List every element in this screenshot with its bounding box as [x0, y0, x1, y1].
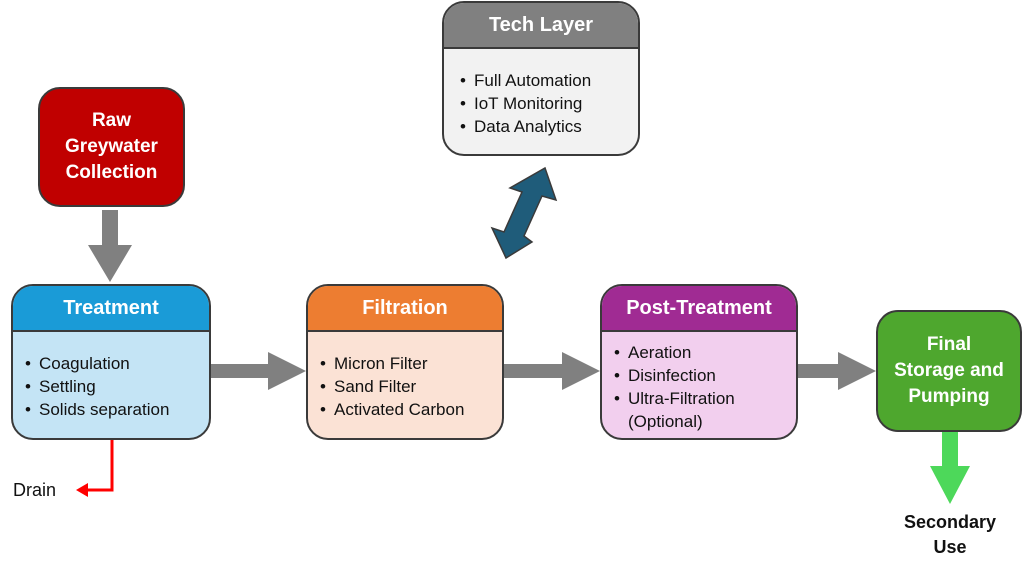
secondary-use-line-1: Secondary: [903, 512, 997, 532]
arrow-drain: [86, 440, 114, 492]
treatment-item: Solids separation: [25, 398, 199, 421]
tech-layer-title: Tech Layer: [444, 3, 638, 49]
arrow-secondary-use: [930, 430, 970, 504]
tech-layer-item: Full Automation: [460, 69, 628, 92]
arrow-raw-to-treatment: [88, 210, 132, 282]
arrow-filtration-to-post: [504, 352, 600, 390]
post-treatment-list: Aeration Disinfection Ultra-Filtration (…: [614, 341, 786, 433]
filtration-item: Sand Filter: [320, 375, 492, 398]
secondary-use-line-2: Use: [933, 537, 967, 557]
drain-label: Drain: [13, 480, 57, 500]
raw-label: Raw Greywater Collection: [65, 108, 158, 186]
treatment-title: Treatment: [13, 286, 209, 332]
post-treatment-item: Aeration: [614, 341, 786, 364]
arrow-post-to-final: [798, 352, 876, 390]
post-treatment-item: Disinfection: [614, 364, 786, 387]
node-tech-layer: Tech Layer Full Automation IoT Monitorin…: [442, 1, 640, 156]
tech-layer-item: IoT Monitoring: [460, 92, 628, 115]
tech-layer-item: Data Analytics: [460, 115, 628, 138]
filtration-title: Filtration: [308, 286, 502, 332]
node-final-storage: Final Storage and Pumping: [876, 310, 1022, 432]
post-treatment-title: Post-Treatment: [602, 286, 796, 332]
arrow-tech-bidirectional: [490, 166, 558, 260]
post-treatment-item: Ultra-Filtration: [614, 387, 786, 410]
raw-line-1: Raw: [91, 110, 132, 131]
arrow-treatment-to-filtration: [210, 352, 306, 390]
final-line-3: Pumping: [908, 386, 990, 407]
node-raw-greywater: Raw Greywater Collection: [38, 87, 185, 207]
filtration-list: Micron Filter Sand Filter Activated Carb…: [320, 352, 492, 421]
secondary-use-label: Secondary Use: [888, 510, 1012, 560]
treatment-list: Coagulation Settling Solids separation: [25, 352, 199, 421]
final-line-1: Final: [926, 334, 972, 355]
treatment-item: Coagulation: [25, 352, 199, 375]
node-post-treatment: Post-Treatment Aeration Disinfection Ult…: [600, 284, 798, 440]
tech-layer-list: Full Automation IoT Monitoring Data Anal…: [460, 69, 628, 138]
arrow-drain-head: [76, 483, 88, 497]
raw-line-3: Collection: [65, 162, 158, 183]
post-treatment-item-note: (Optional): [628, 412, 703, 431]
treatment-item: Settling: [25, 375, 199, 398]
filtration-item: Micron Filter: [320, 352, 492, 375]
filtration-item: Activated Carbon: [320, 398, 492, 421]
final-line-2: Storage and: [894, 360, 1004, 381]
raw-line-2: Greywater: [65, 136, 158, 157]
node-treatment: Treatment Coagulation Settling Solids se…: [11, 284, 211, 440]
node-filtration: Filtration Micron Filter Sand Filter Act…: [306, 284, 504, 440]
final-label: Final Storage and Pumping: [894, 332, 1004, 410]
